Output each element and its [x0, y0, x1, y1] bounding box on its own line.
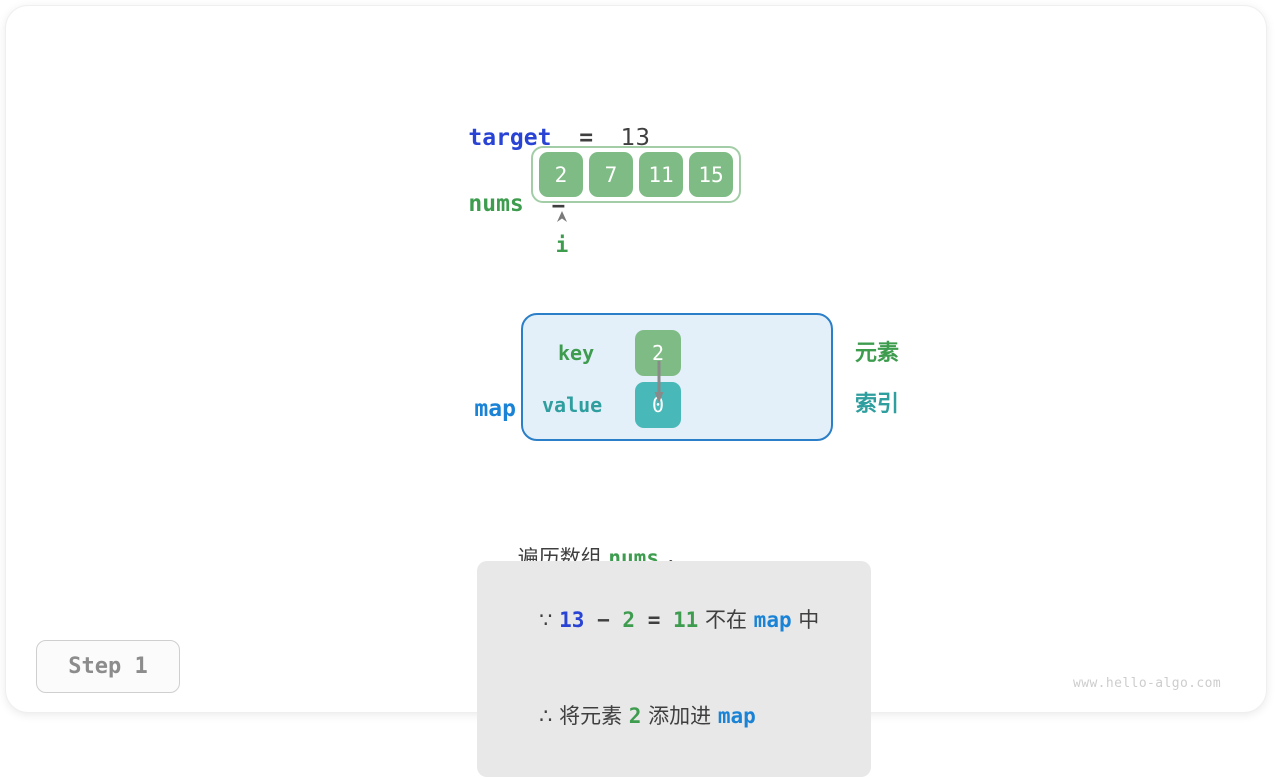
- note-line1-map: map: [753, 608, 792, 632]
- note-line1-mid: 不在: [698, 608, 754, 632]
- watermark: www.hello-algo.com: [1073, 676, 1222, 691]
- note-line-2: ∴ 将元素 2 添加进 map: [499, 668, 849, 764]
- note-line2-pre: 将元素: [552, 704, 629, 728]
- map-variable-name: map: [474, 396, 516, 422]
- map-container: key value 2 0: [521, 313, 833, 441]
- note-target-value: 13: [559, 608, 585, 632]
- note-line-1: ∵ 13 − 2 = 11 不在 map 中: [499, 572, 849, 668]
- note-complement-value: 11: [673, 608, 699, 632]
- note-line1-tail: 中: [791, 608, 820, 632]
- note-because-symbol: ∵: [539, 608, 553, 632]
- map-value-cell: 0: [635, 382, 681, 428]
- note-therefore-symbol: ∴: [539, 704, 553, 728]
- pointer-caret-icon: [552, 208, 572, 226]
- nums-variable-name: nums: [468, 191, 524, 217]
- step-badge: Step 1: [36, 640, 180, 693]
- map-value-label: value: [542, 393, 603, 417]
- note-line2-mid: 添加进: [641, 704, 718, 728]
- note-minus-sign: −: [597, 608, 610, 632]
- note-line2-map: map: [717, 704, 756, 728]
- diagram-canvas: target = 13 nums = 2 7 11 15 i map = key…: [36, 125, 1222, 777]
- pointer-label-i: i: [555, 233, 569, 257]
- note-added-element: 2: [628, 704, 642, 728]
- array-cell-2: 11: [639, 152, 683, 197]
- nums-array-container: 2 7 11 15: [531, 146, 741, 203]
- array-cell-0: 2: [539, 152, 583, 197]
- note-box: ∵ 13 − 2 = 11 不在 map 中 ∴ 将元素 2 添加进 map: [477, 561, 871, 777]
- side-label-element: 元素: [855, 341, 900, 366]
- array-cell-3: 15: [689, 152, 733, 197]
- side-label-index: 索引: [855, 392, 900, 417]
- array-cell-1: 7: [589, 152, 633, 197]
- note-equals-sign: =: [647, 608, 661, 632]
- nums-assignment-label: nums =: [413, 159, 565, 249]
- key-to-value-arrow-icon: [654, 361, 664, 405]
- map-key-label: key: [558, 341, 595, 365]
- note-current-element: 2: [622, 608, 636, 632]
- target-equals-sign: =: [579, 125, 594, 151]
